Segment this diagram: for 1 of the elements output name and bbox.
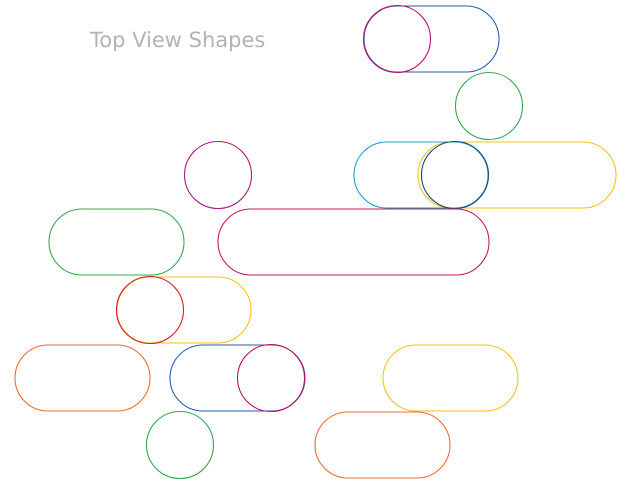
- title: Top View Shapes: [90, 28, 266, 52]
